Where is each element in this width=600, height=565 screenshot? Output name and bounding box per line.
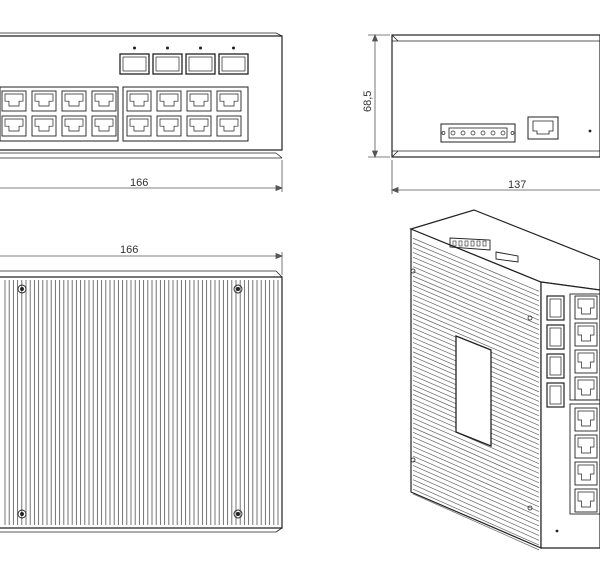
rear-view-body [391,34,600,158]
sfp-led [199,46,202,50]
iso-rj45-port [574,461,598,486]
rj45-port [61,115,87,137]
top-width-label: 166 [120,244,138,256]
iso-rj45-port [574,295,598,320]
iso-rj45-port [574,407,598,432]
iso-side-fins [412,237,540,551]
top-width-dimension [0,252,284,275]
rear-view [391,34,600,158]
front-width-dimension [0,160,284,192]
iso-rj45-ports [569,293,600,515]
front-view-rail-bottom [0,152,282,159]
iso-sfp-port [546,382,565,408]
iso-rj45-port [574,322,598,347]
sfp-port [218,53,249,75]
top-view-body [0,276,283,529]
rj45-port [1,115,27,137]
iso-top-face [409,209,600,291]
sfp-port [152,53,183,75]
iso-rj45-port [574,376,598,401]
rj45-port [186,115,212,137]
rj45-port [216,90,242,112]
iso-rj45-port [574,434,598,459]
rj45-port [31,115,57,137]
rear-screw [588,129,592,133]
top-view-screws [17,284,243,519]
front-rj45-ports [0,86,249,142]
rj45-port [216,115,242,137]
terminal-pin [460,130,466,136]
rj45-port [61,90,87,112]
iso-top-terminal [449,237,519,263]
iso-side-window [455,335,492,447]
rj45-port [91,90,117,112]
rj45-port [156,90,182,112]
sfp-led [133,46,136,50]
heatsink-fins [4,280,279,525]
sfp-port [119,53,150,75]
iso-sfp-port [546,324,565,350]
rj45-port [91,115,117,137]
console-rj45-port [527,116,559,140]
terminal-pin [500,130,506,136]
iso-front-face [540,281,600,549]
isometric-view [409,209,600,551]
front-sfp-ports [119,46,249,75]
front-width-label: 166 [130,177,148,189]
sfp-led [232,46,235,50]
rear-height-dimension [368,33,390,159]
rj45-port [186,90,212,112]
front-view-body [0,35,283,151]
terminal-pin [480,130,486,136]
rj45-port [156,115,182,137]
sfp-led [166,46,169,50]
iso-sfp-port [546,295,565,321]
terminal-pin [470,130,476,136]
terminal-pin [490,130,496,136]
rj45-port [31,90,57,112]
rear-depth-dimension [390,160,600,194]
rj45-port [126,115,152,137]
power-terminal-block [440,123,516,143]
sfp-port [185,53,216,75]
iso-rj45-port [574,349,598,374]
rear-height-label: 68,5 [362,91,374,112]
rear-depth-label: 137 [508,179,526,191]
rj45-port [126,90,152,112]
rj45-port [1,90,27,112]
terminal-pin [450,130,456,136]
front-view [0,32,283,159]
iso-sfp-ports [546,295,565,408]
iso-rj45-port [574,488,598,513]
top-view [0,270,283,533]
front-view-rail-top [0,32,282,37]
iso-sfp-port [546,353,565,379]
